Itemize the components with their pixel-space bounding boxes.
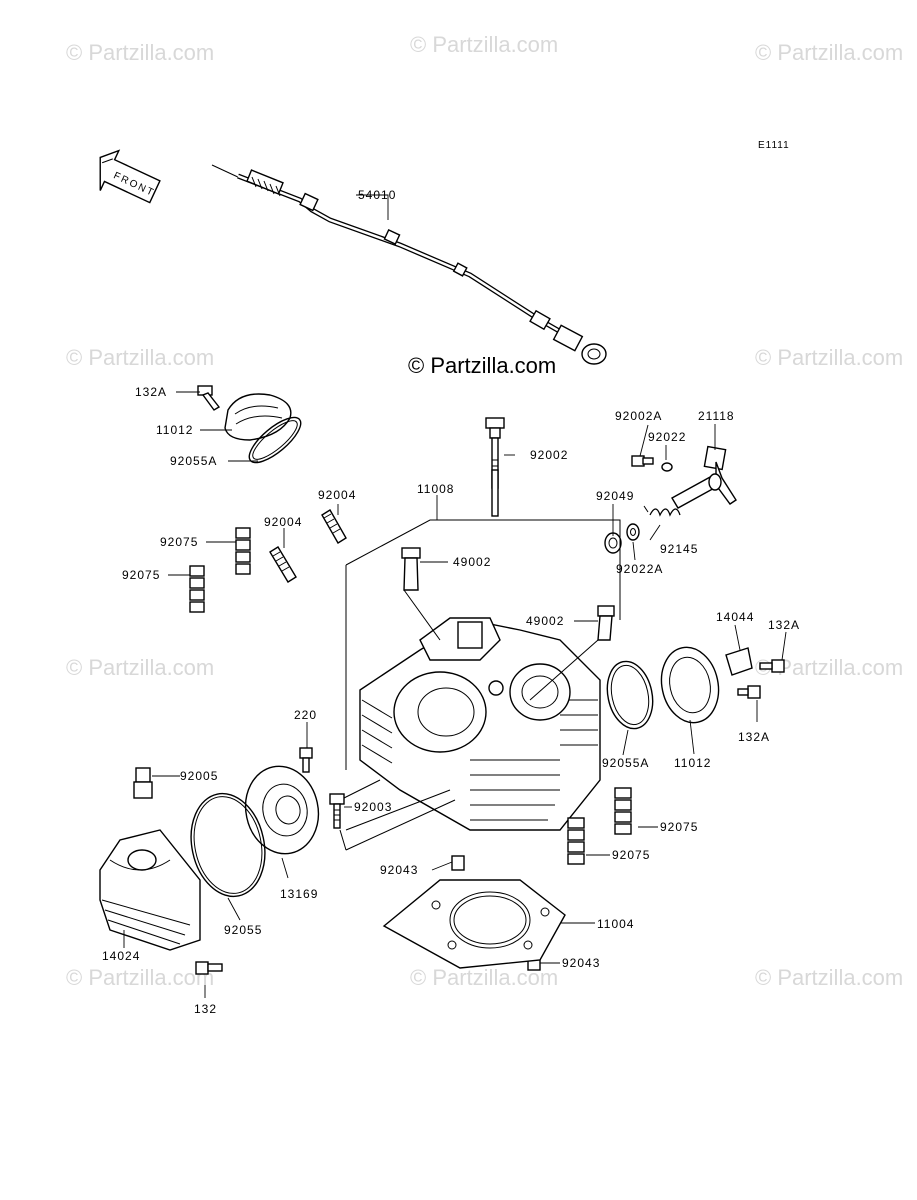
part-label: 92075	[122, 568, 160, 582]
watermark: © Partzilla.com	[66, 345, 214, 370]
tappet-cover-top-left	[197, 385, 302, 464]
plug-92005	[133, 767, 153, 799]
part-label: 132A	[768, 618, 800, 632]
part-label: 132	[194, 1002, 217, 1016]
part-label: 92043	[380, 863, 418, 877]
valve-49002-b	[529, 605, 615, 701]
part-label: 92055A	[170, 454, 217, 468]
part-label: 92049	[596, 489, 634, 503]
part-label: 49002	[526, 614, 564, 628]
part-label: 92003	[354, 800, 392, 814]
watermark: © Partzilla.com	[66, 655, 214, 680]
watermark: © Partzilla.com	[66, 965, 214, 990]
part-label: 132A	[135, 385, 167, 399]
dowel-92043-a	[451, 855, 465, 871]
watermark-layer: © Partzilla.com © Partzilla.com © Partzi…	[66, 32, 903, 990]
main-watermark: © Partzilla.com	[408, 353, 556, 378]
bolt-132a-right-1	[759, 659, 785, 673]
part-labels: 54010 132A 11012 92055A 92002A 21118 920…	[102, 188, 800, 1016]
bolt-132a-top	[197, 385, 221, 411]
shim-stack-92075-b	[189, 565, 205, 613]
leader-lines	[123, 194, 787, 998]
bolt-220	[299, 747, 313, 773]
part-label: 92002A	[615, 409, 662, 423]
part-label: 13169	[280, 887, 318, 901]
part-label: 11012	[674, 756, 711, 770]
shim-stack-92075-a	[235, 527, 251, 575]
shim-stack-92075-c	[614, 787, 632, 835]
part-label: 92004	[264, 515, 302, 529]
part-label: 92022	[648, 430, 686, 444]
part-label: 92055A	[602, 756, 649, 770]
washer-92022	[661, 462, 673, 472]
part-label: 92043	[562, 956, 600, 970]
part-label: 132A	[738, 730, 770, 744]
stud-92004-a	[321, 509, 347, 544]
part-label: 92075	[612, 848, 650, 862]
stud-92004-b	[269, 546, 297, 583]
bolt-92002	[485, 417, 505, 517]
part-label: 92002	[530, 448, 568, 462]
part-label: 92145	[660, 542, 698, 556]
part-label: 92075	[160, 535, 198, 549]
watermark: © Partzilla.com	[755, 965, 903, 990]
spring-92145	[643, 505, 681, 517]
throttle-cable	[211, 164, 607, 365]
watermark: © Partzilla.com	[755, 40, 903, 65]
part-label: 14044	[716, 610, 754, 624]
washer-92022a	[626, 523, 640, 541]
shim-stack-92075-d	[567, 817, 585, 865]
decompression-lever	[604, 445, 737, 554]
watermark: © Partzilla.com	[755, 345, 903, 370]
part-label: 220	[294, 708, 317, 722]
part-label: 92022A	[616, 562, 663, 576]
cable-boot	[246, 169, 284, 197]
cap-13169	[244, 765, 320, 855]
head-gasket-11004	[382, 879, 566, 969]
part-label: 92055	[224, 923, 262, 937]
part-label: 49002	[453, 555, 491, 569]
bolt-92002a	[631, 455, 654, 467]
part-label: 11012	[156, 423, 193, 437]
tappet-cover-right	[606, 646, 785, 730]
part-label: 11004	[597, 917, 634, 931]
cylinder-head	[339, 519, 621, 851]
part-label: 21118	[698, 409, 735, 423]
bracket-14044	[725, 647, 753, 676]
part-label: 54010	[358, 188, 396, 202]
o-ring-92055	[190, 792, 266, 898]
part-label: 14024	[102, 949, 140, 963]
part-label: 11008	[417, 482, 454, 496]
cover-14024	[99, 829, 223, 975]
valve-49002-a	[401, 547, 441, 641]
watermark: © Partzilla.com	[66, 40, 214, 65]
bolt-132a-right-2	[737, 685, 761, 699]
front-arrow-icon: FRONT	[99, 149, 161, 204]
part-label: 92005	[180, 769, 218, 783]
watermark: © Partzilla.com	[410, 32, 558, 57]
bolt-132	[195, 961, 223, 975]
bolt-92003	[329, 793, 345, 829]
diagram-code: E1111	[758, 140, 790, 151]
part-label: 92075	[660, 820, 698, 834]
part-label: 92004	[318, 488, 356, 502]
